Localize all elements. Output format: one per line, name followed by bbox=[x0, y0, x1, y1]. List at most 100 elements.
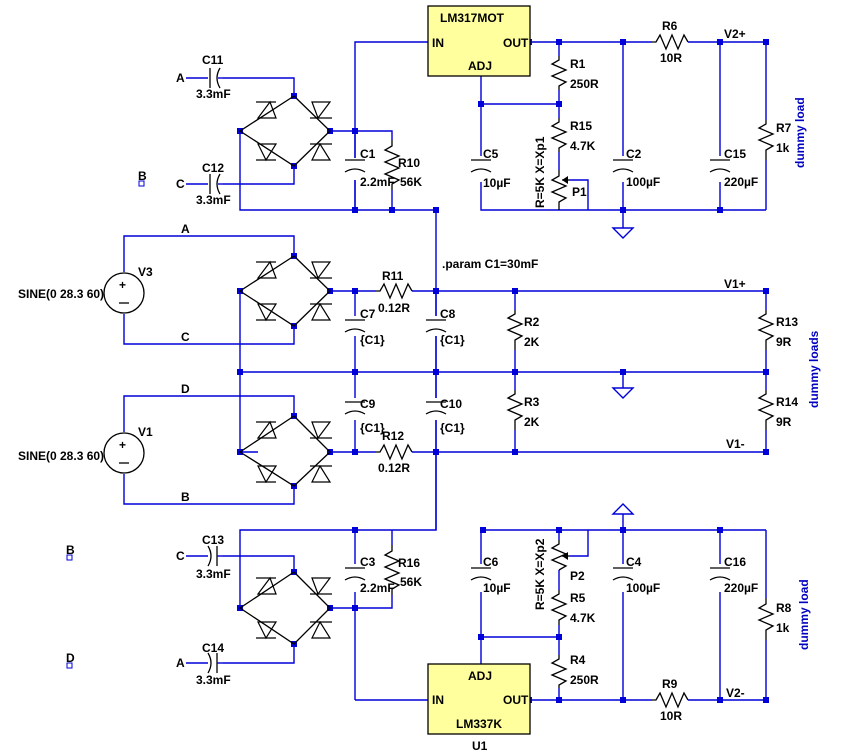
svg-text:IN: IN bbox=[432, 693, 444, 707]
svg-text:10µF: 10µF bbox=[483, 581, 511, 595]
svg-text:SINE(0 28.3 60): SINE(0 28.3 60) bbox=[18, 287, 104, 301]
svg-text:C10: C10 bbox=[440, 397, 462, 411]
ground-symbol-bottom bbox=[611, 503, 635, 515]
net-label-v2m: V2- bbox=[726, 686, 745, 700]
svg-text:56K: 56K bbox=[400, 575, 422, 589]
svg-text:SINE(0 28.3 60): SINE(0 28.3 60) bbox=[18, 449, 104, 463]
svg-text:R6: R6 bbox=[662, 19, 678, 33]
regulator-u1: ADJ IN OUT LM337K U1 bbox=[427, 663, 531, 753]
resistor-r3 bbox=[506, 390, 524, 430]
svg-text:R1: R1 bbox=[570, 57, 586, 71]
svg-text:1k: 1k bbox=[776, 621, 790, 635]
svg-text:R=5K X=Xp1: R=5K X=Xp1 bbox=[533, 136, 547, 208]
junction-dots bbox=[237, 39, 769, 703]
component-labels: C11 3.3mF C12 3.3mF C13 3.3mF C14 3.3mF … bbox=[18, 19, 798, 723]
net-label-c-bottom: C bbox=[176, 549, 185, 563]
svg-text:{C1}: {C1} bbox=[360, 333, 385, 347]
svg-text:LM317MOT: LM317MOT bbox=[440, 11, 505, 25]
svg-text:10R: 10R bbox=[660, 51, 682, 65]
resistor-r6 bbox=[652, 33, 689, 51]
svg-text:C1: C1 bbox=[360, 147, 376, 161]
capacitor-c1 bbox=[344, 158, 366, 180]
dummy-load-label-top: dummy load bbox=[793, 97, 807, 168]
bridge-rectifier-v3 bbox=[238, 255, 332, 327]
svg-text:220µF: 220µF bbox=[724, 581, 758, 595]
resistor-r8 bbox=[757, 598, 775, 640]
svg-text:ADJ: ADJ bbox=[468, 669, 492, 683]
svg-text:3.3mF: 3.3mF bbox=[196, 193, 231, 207]
svg-text:R14: R14 bbox=[776, 395, 798, 409]
svg-text:2K: 2K bbox=[524, 415, 540, 429]
capacitor-c7 bbox=[344, 316, 366, 336]
capacitor-c8 bbox=[425, 316, 447, 336]
svg-text:C7: C7 bbox=[360, 307, 376, 321]
svg-text:9R: 9R bbox=[776, 335, 792, 349]
svg-text:R15: R15 bbox=[570, 119, 592, 133]
svg-text:R9: R9 bbox=[662, 677, 678, 691]
svg-text:R8: R8 bbox=[776, 601, 792, 615]
capacitor-c4 bbox=[612, 564, 634, 592]
net-label-a-bottom: A bbox=[176, 656, 185, 670]
annotations: .param C1=30mF dummy load dummy loads du… bbox=[442, 97, 821, 650]
svg-text:3.3mF: 3.3mF bbox=[196, 87, 231, 101]
capacitor-c13 bbox=[186, 545, 223, 567]
capacitor-c3 bbox=[344, 564, 366, 592]
net-label-a-mid: A bbox=[181, 222, 190, 236]
resistor-r15 bbox=[550, 118, 568, 152]
voltage-source-v1: + bbox=[103, 432, 145, 474]
svg-text:C6: C6 bbox=[483, 555, 499, 569]
svg-text:C16: C16 bbox=[724, 555, 746, 569]
svg-text:R10: R10 bbox=[398, 156, 420, 170]
svg-text:C5: C5 bbox=[483, 147, 499, 161]
svg-text:R11: R11 bbox=[382, 269, 404, 283]
svg-text:2.2mF: 2.2mF bbox=[360, 175, 395, 189]
capacitor-c14 bbox=[186, 652, 223, 674]
svg-text:IN: IN bbox=[432, 36, 444, 50]
net-label-a-top: A bbox=[176, 71, 185, 85]
svg-text:{C1}: {C1} bbox=[440, 421, 465, 435]
capacitor-c15 bbox=[709, 156, 731, 182]
param-directive: .param C1=30mF bbox=[442, 257, 538, 271]
resistor-r14 bbox=[757, 390, 775, 430]
svg-text:R7: R7 bbox=[776, 121, 792, 135]
svg-text:ADJ: ADJ bbox=[468, 59, 492, 73]
resistor-r1 bbox=[550, 56, 568, 90]
svg-text:{C1}: {C1} bbox=[360, 421, 385, 435]
svg-text:250R: 250R bbox=[570, 673, 599, 687]
svg-text:3.3mF: 3.3mF bbox=[196, 673, 231, 687]
potentiometer-p2 bbox=[550, 540, 570, 571]
svg-text:100µF: 100µF bbox=[626, 175, 660, 189]
svg-text:C2: C2 bbox=[626, 147, 642, 161]
svg-text:R4: R4 bbox=[570, 653, 586, 667]
svg-text:R2: R2 bbox=[524, 315, 540, 329]
port-b-bottom bbox=[66, 554, 73, 561]
ground-symbol-top bbox=[611, 227, 635, 239]
capacitor-c2 bbox=[612, 156, 634, 182]
resistor-r4 bbox=[550, 655, 568, 688]
svg-text:4.7K: 4.7K bbox=[570, 139, 596, 153]
svg-text:LM337K: LM337K bbox=[456, 717, 502, 731]
net-label-c-mid: C bbox=[181, 330, 190, 344]
resistor-r11 bbox=[376, 282, 413, 300]
net-label-v2p: V2+ bbox=[724, 27, 746, 41]
svg-text:U1: U1 bbox=[472, 739, 488, 753]
resistor-r10 bbox=[383, 140, 401, 190]
net-label-d-port-bottom: D bbox=[66, 651, 75, 665]
svg-text:C4: C4 bbox=[626, 555, 642, 569]
svg-text:0.12R: 0.12R bbox=[378, 461, 410, 475]
svg-text:10µF: 10µF bbox=[483, 176, 511, 190]
svg-text:{C1}: {C1} bbox=[440, 333, 465, 347]
net-label-b-mid: B bbox=[181, 490, 190, 504]
bridge-rectifier-bottom bbox=[238, 571, 332, 645]
capacitor-c9 bbox=[344, 398, 366, 420]
svg-text:P2: P2 bbox=[570, 569, 585, 583]
capacitor-c11 bbox=[186, 67, 223, 89]
net-label-v1m: V1- bbox=[726, 437, 745, 451]
svg-text:R12: R12 bbox=[382, 429, 404, 443]
svg-text:2.2mF: 2.2mF bbox=[360, 581, 395, 595]
bridge-rectifier-top bbox=[238, 95, 332, 167]
svg-text:1k: 1k bbox=[776, 141, 790, 155]
voltage-source-v3: + bbox=[103, 272, 145, 314]
capacitor-c12 bbox=[186, 173, 223, 195]
